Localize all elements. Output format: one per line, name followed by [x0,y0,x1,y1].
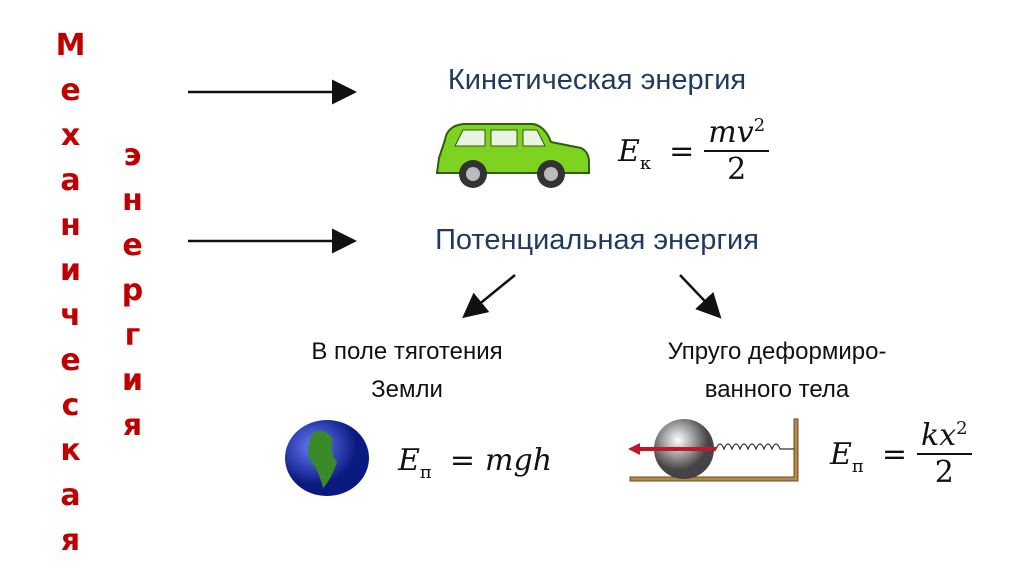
formula-symbol: E [618,133,640,169]
formula-symbol: E [398,443,420,478]
formula-subscript: к [639,152,652,174]
elastic-label-line1: Упруго деформиро- [667,338,887,365]
formula-exponent: 2 [956,418,968,439]
elastic-label-line2: ванного тела [704,376,850,403]
car-icon [435,123,590,188]
formula-rhs: mgh [485,443,553,478]
spring-ball-icon [628,418,799,482]
elastic-label: Упруго деформиро-ванного тела [617,333,937,409]
arrow-elastic [679,274,722,319]
formula-numerator: kx [921,418,957,453]
arrow-gravity [462,274,516,319]
gravity-label-line1: В поле тяготения [311,338,503,365]
potential-energy-heading: Потенциальная энергия [435,224,759,256]
formula-equals: = [881,436,908,472]
formula-equals: = [449,443,476,478]
formula-equals: = [669,133,695,169]
formula-subscript: п [851,455,864,477]
formula-denominator: 2 [727,152,747,187]
formula-subscript: п [419,462,432,483]
kinetic-energy-heading: Кинетическая энергия [447,64,747,96]
vertical-title-energy: энергия [115,138,150,453]
formula-denominator: 2 [934,455,954,490]
earth-icon [285,420,369,496]
formula-symbol: E [830,436,852,472]
vertical-title-mechanical: Механическая [53,28,88,568]
formula-exponent: 2 [753,115,766,136]
gravity-label-line2: Земли [371,376,443,403]
formula-numerator: mv [708,115,754,150]
